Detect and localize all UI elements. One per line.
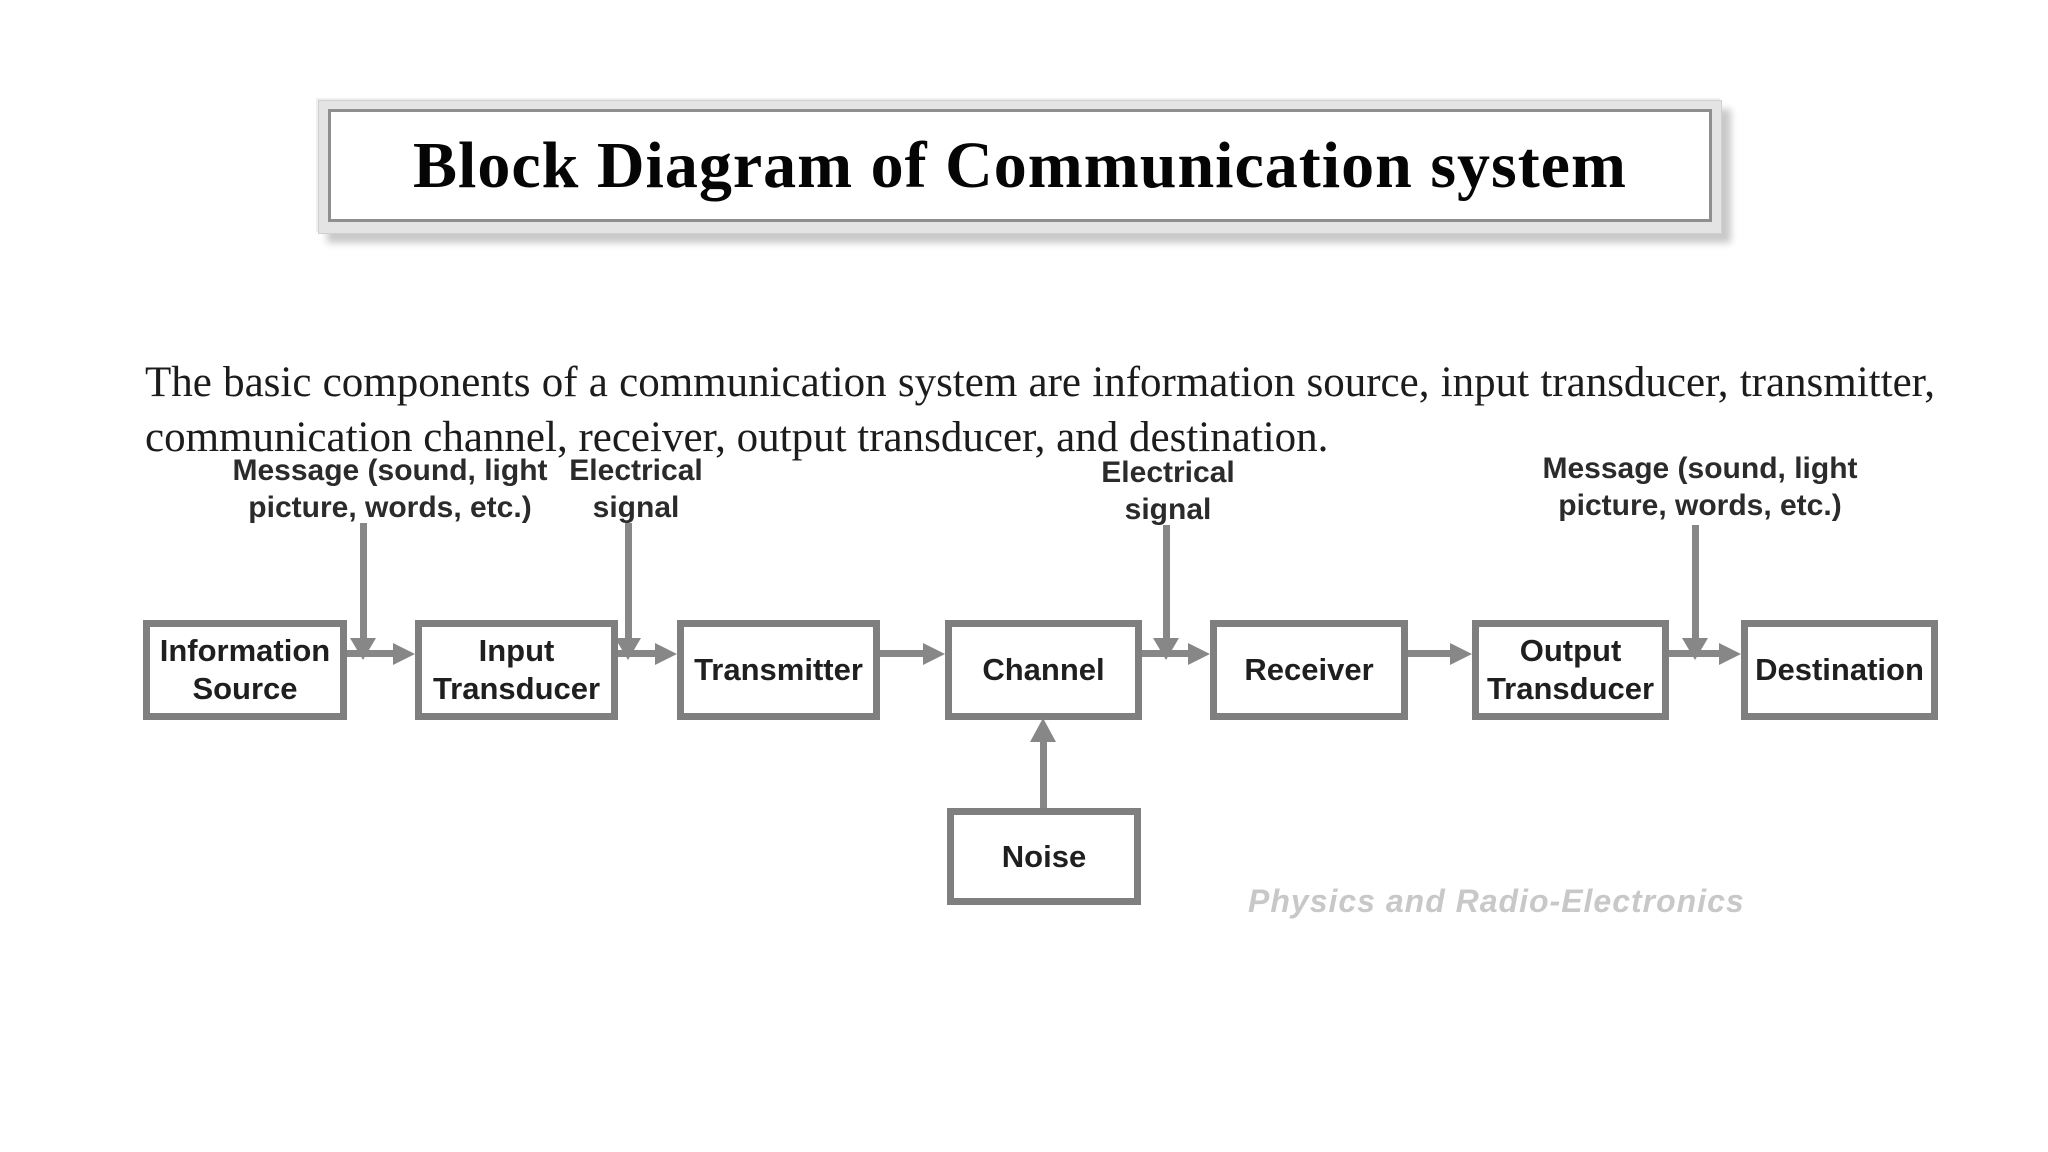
annotation-message-input: Message (sound, light picture, words, et…: [232, 454, 548, 524]
title-box: Block Diagram of Communication system: [318, 100, 1722, 234]
connector-output-transducer-to-destination: [1669, 650, 1721, 657]
block-input-transducer: Input Transducer: [415, 620, 618, 720]
block-transmitter: Transmitter: [677, 620, 880, 720]
message-output-arrow-stem: [1692, 525, 1699, 640]
connector-source-to-input-transducer: [347, 650, 395, 657]
noise-arrow-up-icon: [1030, 718, 1056, 742]
block-channel: Channel: [945, 620, 1142, 720]
connector-receiver-to-output-transducer: [1408, 650, 1452, 657]
block-information-source: Information Source: [143, 620, 347, 720]
watermark-text: Physics and Radio-Electronics: [1248, 883, 1745, 919]
arrow-right-icon-4: [1188, 643, 1210, 665]
arrow-right-icon-6: [1719, 643, 1741, 665]
intro-paragraph: The basic components of a communication …: [145, 359, 1935, 461]
arrow-right-icon-1: [393, 643, 415, 665]
block-output-transducer: Output Transducer: [1472, 620, 1669, 720]
electrical-signal-input-arrow-stem: [625, 523, 632, 640]
annotation-message-output: Message (sound, light picture, words, et…: [1542, 452, 1858, 522]
annotation-electrical-signal-input: Electrical signal: [569, 454, 703, 524]
arrow-right-icon-5: [1450, 643, 1472, 665]
block-noise: Noise: [947, 808, 1141, 905]
title-box-inner: Block Diagram of Communication system: [328, 109, 1712, 222]
arrow-right-icon-3: [923, 643, 945, 665]
arrow-right-icon-2: [655, 643, 677, 665]
noise-arrow-stem: [1040, 740, 1047, 808]
block-receiver: Receiver: [1210, 620, 1408, 720]
page-title: Block Diagram of Communication system: [413, 128, 1627, 202]
connector-channel-to-receiver: [1142, 650, 1190, 657]
annotation-electrical-signal-output: Electrical signal: [1101, 456, 1235, 526]
connector-input-transducer-to-transmitter: [618, 650, 657, 657]
block-destination: Destination: [1741, 620, 1938, 720]
message-input-arrow-stem: [360, 523, 367, 640]
electrical-signal-output-arrow-stem: [1163, 525, 1170, 640]
connector-transmitter-to-channel: [880, 650, 925, 657]
